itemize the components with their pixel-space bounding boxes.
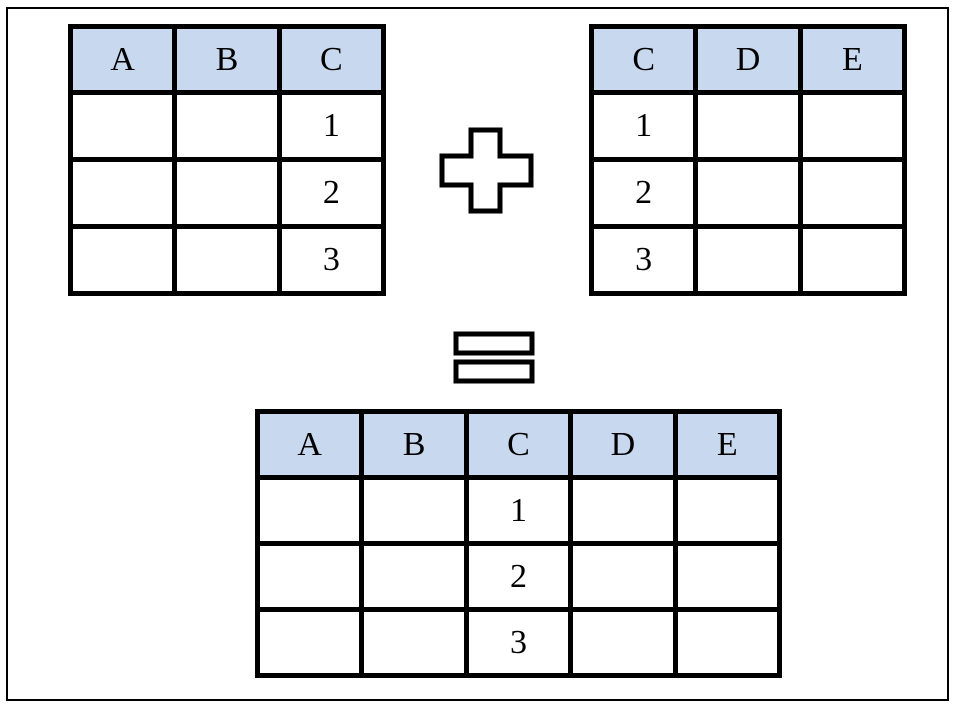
table-row: 1 — [588, 90, 908, 162]
table-row: 1 — [254, 475, 783, 546]
header-cell: C — [276, 24, 387, 95]
header-cell: C — [463, 409, 574, 480]
equals-icon — [453, 331, 535, 384]
table-cell: 2 — [588, 157, 699, 229]
header-cell: A — [67, 24, 178, 95]
table-row: 3 — [67, 224, 387, 296]
table-cell — [672, 541, 783, 612]
table-row: 3 — [254, 607, 783, 678]
header-cell: B — [359, 409, 469, 480]
table-cell — [172, 157, 282, 229]
right-table: C D E 1 2 3 — [588, 24, 908, 296]
table-cell — [67, 224, 178, 296]
table-cell: 1 — [276, 90, 387, 162]
table-cell — [359, 541, 469, 612]
header-cell: C — [588, 24, 699, 95]
table-cell — [568, 607, 678, 678]
table-cell — [797, 157, 908, 229]
table-cell — [693, 157, 803, 229]
header-cell: B — [172, 24, 282, 95]
table-row: 2 — [254, 541, 783, 612]
table-cell — [797, 90, 908, 162]
left-table: A B C 1 2 3 — [67, 24, 387, 296]
header-cell: D — [568, 409, 678, 480]
table-cell: 2 — [463, 541, 574, 612]
table-cell — [254, 475, 365, 546]
table-row: 2 — [67, 157, 387, 229]
table-cell: 3 — [463, 607, 574, 678]
table-cell — [172, 224, 282, 296]
result-table: A B C D E 1 2 3 — [254, 409, 783, 678]
table-cell — [359, 607, 469, 678]
header-cell: E — [672, 409, 783, 480]
table-cell: 1 — [463, 475, 574, 546]
plus-icon — [439, 127, 534, 214]
table-cell: 3 — [588, 224, 699, 296]
table-cell — [359, 475, 469, 546]
table-header-row: A B C D E — [254, 409, 783, 480]
table-cell — [672, 607, 783, 678]
table-cell — [172, 90, 282, 162]
table-cell — [67, 157, 178, 229]
table-cell: 3 — [276, 224, 387, 296]
table-cell — [254, 607, 365, 678]
table-cell — [254, 541, 365, 612]
table-cell — [568, 475, 678, 546]
header-cell: E — [797, 24, 908, 95]
table-cell: 1 — [588, 90, 699, 162]
table-cell — [797, 224, 908, 296]
header-cell: D — [693, 24, 803, 95]
table-cell — [672, 475, 783, 546]
table-row: 1 — [67, 90, 387, 162]
table-cell: 2 — [276, 157, 387, 229]
table-row: 3 — [588, 224, 908, 296]
header-cell: A — [254, 409, 365, 480]
table-header-row: C D E — [588, 24, 908, 95]
table-cell — [693, 90, 803, 162]
table-cell — [568, 541, 678, 612]
table-cell — [67, 90, 178, 162]
table-row: 2 — [588, 157, 908, 229]
table-header-row: A B C — [67, 24, 387, 95]
table-cell — [693, 224, 803, 296]
